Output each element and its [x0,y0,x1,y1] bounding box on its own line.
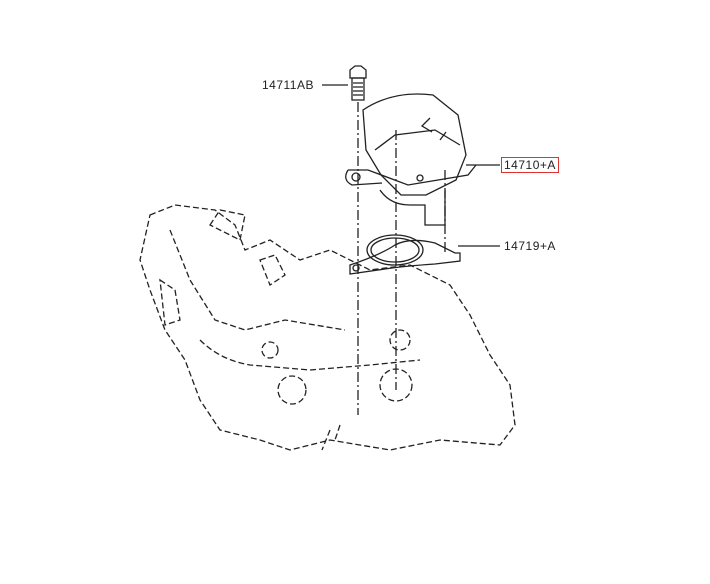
egr-valve-drawing [345,93,477,226]
callout-egr-valve[interactable]: 14710+A [501,157,559,173]
intake-manifold-drawing [139,204,516,451]
callout-bolt[interactable]: 14711AB [262,78,314,92]
gasket-drawing [349,234,461,275]
bolt-drawing [349,65,367,101]
callout-gasket[interactable]: 14719+A [504,239,556,253]
